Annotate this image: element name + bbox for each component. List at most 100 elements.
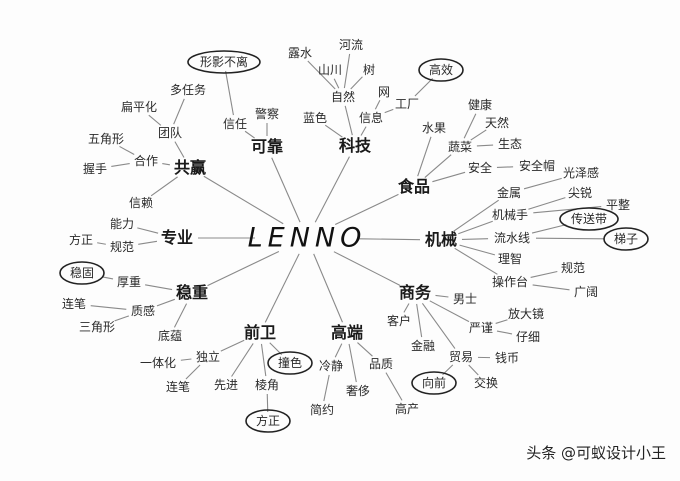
link-ziran-heliu bbox=[343, 53, 351, 89]
node-pinzhi: 品质 bbox=[368, 357, 394, 371]
node-sanjiaoxing: 三角形 bbox=[78, 320, 116, 334]
circle-highlight-tizi bbox=[603, 227, 649, 251]
node-nengli: 能力 bbox=[109, 217, 135, 231]
node-jixieshou: 机械手 bbox=[491, 208, 529, 222]
node-pingzheng: 平整 bbox=[605, 198, 631, 212]
node-jixie: 机械 bbox=[424, 230, 458, 249]
node-chuansongdai: 传送带 bbox=[570, 212, 608, 226]
node-diyun: 底蕴 bbox=[157, 329, 183, 343]
node-lengjiao: 棱角 bbox=[254, 378, 280, 392]
link-jixie-jixieshou bbox=[458, 220, 493, 235]
node-shucai: 蔬菜 bbox=[447, 140, 473, 154]
node-heliu: 河流 bbox=[338, 38, 364, 52]
link-center-wenzhong bbox=[207, 250, 280, 287]
link-hezuo-woshou bbox=[111, 163, 130, 167]
link-keji-ziran bbox=[344, 105, 353, 136]
node-shangwu: 商务 bbox=[398, 283, 432, 302]
link-wenzhong-zhigan bbox=[156, 298, 175, 307]
link-center-jixie bbox=[358, 238, 421, 241]
link-shangwu-jinrong bbox=[416, 303, 423, 338]
node-duli: 独立 bbox=[195, 350, 221, 364]
node-hezuo: 合作 bbox=[133, 154, 159, 168]
link-jixie-jinshu bbox=[453, 199, 499, 232]
link-qianwei-xianjin bbox=[231, 343, 254, 377]
link-keji-lanse bbox=[324, 124, 343, 138]
link-maoyi-jiaohuan bbox=[468, 364, 479, 376]
node-fangzheng: 方正 bbox=[68, 233, 94, 247]
node-kehu: 客户 bbox=[386, 314, 412, 328]
link-gaoduan-lengjing bbox=[334, 343, 343, 358]
node-bianpinghua: 扁平化 bbox=[120, 100, 158, 114]
node-lushui: 露水 bbox=[287, 46, 313, 60]
link-shangwu-maoyi bbox=[421, 302, 456, 349]
node-guifan: 规范 bbox=[109, 240, 135, 254]
node-ziran: 自然 bbox=[330, 90, 356, 104]
node-gaoduan: 高端 bbox=[330, 323, 364, 342]
link-xinxi-wang bbox=[374, 99, 381, 110]
node-yitihua: 一体化 bbox=[139, 356, 177, 370]
link-jixie-caozuotai bbox=[454, 247, 498, 275]
link-wenzhong-houzhong bbox=[145, 284, 173, 291]
node-kekao: 可靠 bbox=[250, 137, 284, 156]
link-jinshu-guangjinggan bbox=[523, 177, 562, 190]
link-lengjing-jianyue bbox=[323, 374, 330, 402]
circle-highlight-zhuangse bbox=[267, 351, 313, 375]
node-shechi: 奢侈 bbox=[345, 384, 371, 398]
node-keji: 科技 bbox=[338, 136, 372, 155]
circle-highlight-gaoxiao bbox=[418, 58, 464, 82]
link-caozuotai-guifan2 bbox=[530, 270, 558, 278]
link-shipin-shuiguo bbox=[417, 136, 432, 177]
link-shangwu-nanshi bbox=[435, 294, 449, 298]
link-zhigan-lianbi bbox=[90, 305, 127, 310]
node-caozuotai: 操作台 bbox=[491, 275, 529, 289]
circle-highlight-fangzheng2 bbox=[245, 409, 291, 433]
node-qianwei: 前卫 bbox=[243, 323, 277, 342]
node-duorenwu: 多任务 bbox=[169, 83, 207, 97]
link-caozuotai-guangkuo bbox=[532, 284, 570, 291]
link-zhigan-sanjiaoxing bbox=[114, 315, 129, 322]
link-pinzhi-gaochan bbox=[385, 372, 403, 401]
link-center-kekao bbox=[271, 157, 301, 223]
link-shangwu-kehu bbox=[403, 303, 410, 313]
link-shucai-shengtai bbox=[476, 144, 494, 147]
link-ziran-shanchuan bbox=[333, 78, 340, 89]
link-jixie-liushuixian bbox=[461, 238, 489, 240]
link-ziran-lushui bbox=[307, 60, 336, 90]
link-xinxi-gongchang bbox=[384, 108, 394, 114]
link-gongying-hezuo bbox=[162, 163, 170, 166]
node-xinren: 信任 bbox=[222, 117, 248, 131]
node-lizhi: 理智 bbox=[497, 252, 523, 266]
node-qianbi: 钱币 bbox=[494, 351, 520, 365]
link-wenzhong-diyun bbox=[173, 303, 188, 328]
node-maoyi: 贸易 bbox=[448, 350, 474, 364]
link-duli-yitihua bbox=[180, 358, 192, 361]
node-fangzheng2: 方正 bbox=[255, 414, 281, 428]
link-tuandui-bianpinghua bbox=[148, 114, 162, 126]
link-houzhong-wengu bbox=[101, 276, 114, 280]
node-guangkuo: 广阔 bbox=[573, 285, 599, 299]
node-shu: 树 bbox=[362, 63, 376, 77]
link-xinren-xingying bbox=[225, 70, 234, 116]
node-liushuixian: 流水线 bbox=[493, 231, 531, 245]
node-zixi: 仔细 bbox=[515, 330, 541, 344]
node-guifan2: 规范 bbox=[560, 261, 586, 275]
node-wuxingxing: 五角形 bbox=[87, 132, 125, 146]
link-anquan-anquanmao bbox=[496, 166, 514, 168]
link-zhuanye-nengli bbox=[137, 227, 159, 234]
link-ziran-shu bbox=[350, 76, 363, 90]
link-zhuanye-guifan bbox=[138, 240, 158, 245]
node-anquanmao: 安全帽 bbox=[518, 159, 556, 173]
node-jiaohuan: 交换 bbox=[473, 376, 499, 390]
circle-highlight-xingying bbox=[187, 50, 261, 74]
node-shanchuan: 山川 bbox=[317, 63, 343, 77]
node-yanjin: 严谨 bbox=[468, 321, 494, 335]
node-lanse: 蓝色 bbox=[302, 111, 328, 125]
node-gongchang: 工厂 bbox=[394, 97, 420, 111]
watermark: 头条 @可蚁设计小王 bbox=[526, 444, 666, 462]
node-wengu: 稳固 bbox=[69, 266, 95, 280]
link-center-gongying bbox=[203, 175, 284, 225]
node-wenzhong: 稳重 bbox=[175, 283, 209, 302]
link-liushuixian-tizi bbox=[535, 237, 605, 240]
circle-highlight-wengu bbox=[59, 261, 105, 285]
node-tianran: 天然 bbox=[484, 116, 510, 130]
